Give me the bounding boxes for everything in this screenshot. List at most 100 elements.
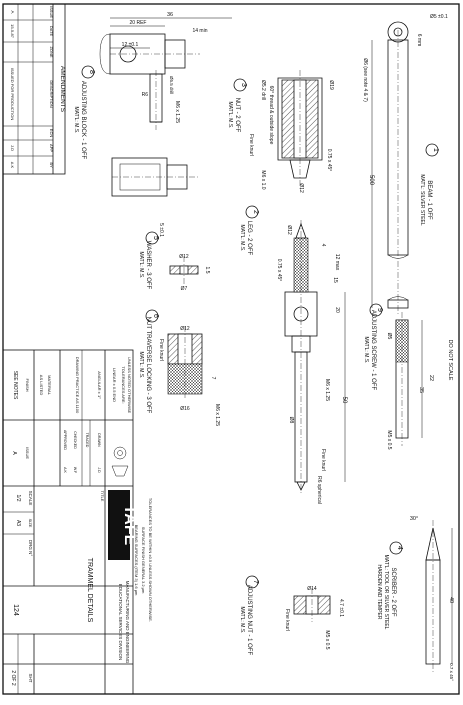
rev-col-ecn: ECN — [49, 129, 54, 138]
dim-leg-4: 4 — [320, 244, 326, 247]
dim-screw-m5: M5 x 0.5 — [386, 430, 392, 449]
dim-leg-15: 15 — [332, 277, 338, 283]
part-3-name: NUT - 2 OFF — [234, 98, 240, 133]
rev-col-date: DATE — [49, 26, 54, 37]
part-3-number: 3 — [240, 83, 247, 87]
drg-label: DRG N° — [28, 540, 33, 556]
part-4-material: MAT'L: TOOL OR SILVER STEEL — [383, 555, 389, 630]
dim-leg-d12: Ø12 — [286, 225, 292, 235]
rev-col-description: DESCRIPTION — [49, 80, 54, 107]
part-1-material: MAT'L: SILVER STEEL — [419, 174, 425, 226]
projection-symbol — [111, 446, 129, 477]
tolerance-heading: UNLESS NOTED OTHERWISE — [127, 357, 132, 414]
part-7-adjusting-nut: Ø14 4.7 ±0.1 M5 x 0.5 Fine knurl 7 ADJUS… — [239, 575, 344, 656]
dim-lock-16: Ø16 — [180, 406, 190, 412]
tolerance-angular: ANGULAR ± 1° — [97, 371, 102, 399]
part-4-scriber: 40 30° 0.7 x 45° 4 SCRIBER - 2 OFF MAT'L… — [376, 516, 454, 681]
part-8-name: ADJUSTING BLOCK - 1 OFF — [80, 81, 86, 160]
part-7-name: ADJUSTING NUT - 1 OFF — [246, 585, 252, 656]
sheet-value: 2 OF 2 — [10, 670, 16, 686]
part-6-name: NUT TRAVERSE LOCKING - 3 OFF — [145, 317, 151, 414]
balloon-8 — [81, 65, 95, 79]
part-8-number: 8 — [88, 70, 95, 74]
part-6-locking-nut: Ø12 Ø16 7 M6 x 1.25 Fine knurl 6 NUT TRA… — [138, 309, 220, 426]
dim-nut-12: Ø12 — [298, 183, 304, 193]
drawing-standard: DRAWING PRACTICE AS 1100 — [75, 357, 80, 414]
part-5-washer: Ø12 Ø7 1.5 5 WASHER - 3 OFF MAT'L: M.S. — [138, 231, 210, 292]
finish-value: SEE NOTES — [12, 371, 18, 400]
part-4-heat-treatment: HARDEN AND TEMPER — [376, 565, 382, 620]
part-3-nut: 60° thread & outside slope Ø5.2 drill Ø1… — [227, 70, 334, 193]
surface-finish-note: SURFACE FINISH GENERAL 3.2 µm — [141, 527, 146, 594]
division-line-2: EDUCATIONAL SERVICES DIVISION — [118, 584, 123, 660]
size-label: SIZE — [28, 519, 33, 528]
drawn-value: J.D — [97, 467, 101, 473]
title-label: TITLE — [100, 491, 105, 502]
part-6-material: MAT'L: M.S. — [138, 352, 144, 379]
part-1-beam: 500 Ø6 (see note 4 & 7) Ø5 ±0.1 6 mm 1 B… — [362, 14, 448, 315]
part-8-adjusting-block: 36 20 REF 14 min 12 ±0.1 M6 x 1.25 R6 Ø5… — [73, 12, 232, 237]
part-1-name: BEAM - 1 OFF — [426, 180, 432, 220]
dim-leg-chamfer: 0.75 x 45° — [276, 259, 282, 282]
dim-leg-12: 12 max — [334, 254, 340, 271]
dim-m6-block: M6 x 1.25 — [174, 101, 180, 123]
part-2-leg: 50 20 15 4 12 max M6 x 1.25 0.75 x 45° R… — [239, 205, 347, 504]
scale-label: SCALE — [28, 491, 33, 506]
balloon-4 — [389, 541, 403, 555]
dim-r6-block: R6 — [142, 92, 149, 98]
part-7-number: 7 — [252, 580, 259, 584]
rev-col-app: APP — [49, 144, 54, 152]
rev-description: ISSUED FOR PRODUCTION — [10, 68, 15, 121]
approved-value: A.K — [63, 467, 67, 473]
dim-scriber-chamfer: 0.7 x 45° — [449, 663, 454, 681]
dim-washer-12: Ø12 — [179, 254, 189, 260]
do-not-scale-note: DO NOT SCALE — [447, 340, 453, 381]
dim-adj-m5: M5 x 0.5 — [324, 630, 330, 649]
drg-value: 124 — [12, 604, 19, 616]
dim-washer-7: Ø7 — [181, 286, 188, 292]
part-7-material: MAT'L: M.S. — [239, 607, 245, 634]
dim-lock-knurl: Fine knurl — [158, 339, 164, 361]
part-9-adjusting-screw: 35 22 M5 x 0.5 Ø5 9 ADJUSTING SCREW - 1 … — [363, 303, 434, 450]
dim-leg-d8: Ø8 — [288, 417, 294, 424]
tolerance-subheading: TOLERANCES ARE: — [121, 366, 126, 403]
rev-issue: A — [10, 10, 15, 13]
balloon-2 — [245, 205, 259, 219]
part-2-name: LEG - 2 OFF — [246, 221, 252, 256]
balloon-7 — [245, 575, 259, 589]
division-line-1: MANUFACTURING AND ENGINEERING — [125, 581, 130, 664]
rev-col-zone: ZONE — [49, 46, 54, 57]
traced-label: TRACED — [85, 433, 89, 448]
part-5-material: MAT'L: M.S. — [138, 252, 144, 279]
balloon-1 — [425, 143, 439, 157]
balloon-3 — [233, 78, 247, 92]
part-8-material: MAT'L: M.S. — [73, 107, 79, 134]
balloon-9 — [369, 303, 383, 317]
rev-by: A.K — [10, 162, 15, 169]
dim-adj-14: Ø14 — [307, 586, 317, 592]
dim-scriber-30: 30° — [410, 516, 418, 522]
part-5-name: WASHER - 3 OFF — [145, 241, 151, 290]
part-9-number: 9 — [376, 308, 383, 312]
part-4-name: SCRIBER - 2 OFF — [390, 567, 396, 616]
sheet-label: SHT — [28, 674, 33, 683]
dim-screw-35: 35 — [418, 387, 424, 393]
dim-nut-knurl: Fine knurl — [248, 134, 254, 156]
dim-leg-knurl: Fine knurl — [320, 449, 326, 471]
dim-5-block: 5 ±0.1 — [158, 223, 164, 237]
dim-20-ref: 20 REF — [130, 20, 147, 26]
rev-date: 15-5-87 — [10, 24, 15, 39]
part-5-number: 5 — [152, 236, 159, 240]
part-9-material: MAT'L: M.S. — [363, 337, 369, 364]
dim-beam-hole: 6 mm — [416, 34, 422, 47]
dim-screw-5: Ø5 — [386, 333, 392, 340]
rev-col-by: BY — [49, 162, 54, 168]
material-label: MATERIAL — [47, 375, 52, 395]
part-4-number: 4 — [396, 546, 403, 550]
dim-nut-19: Ø19 — [328, 80, 334, 90]
dim-screw-22: 22 — [428, 375, 434, 381]
tolerance-note: TOLERANCES TO BE WITHIN ±0.5 UNLESS SHOW… — [148, 498, 153, 622]
sheet-border — [2, 3, 460, 695]
